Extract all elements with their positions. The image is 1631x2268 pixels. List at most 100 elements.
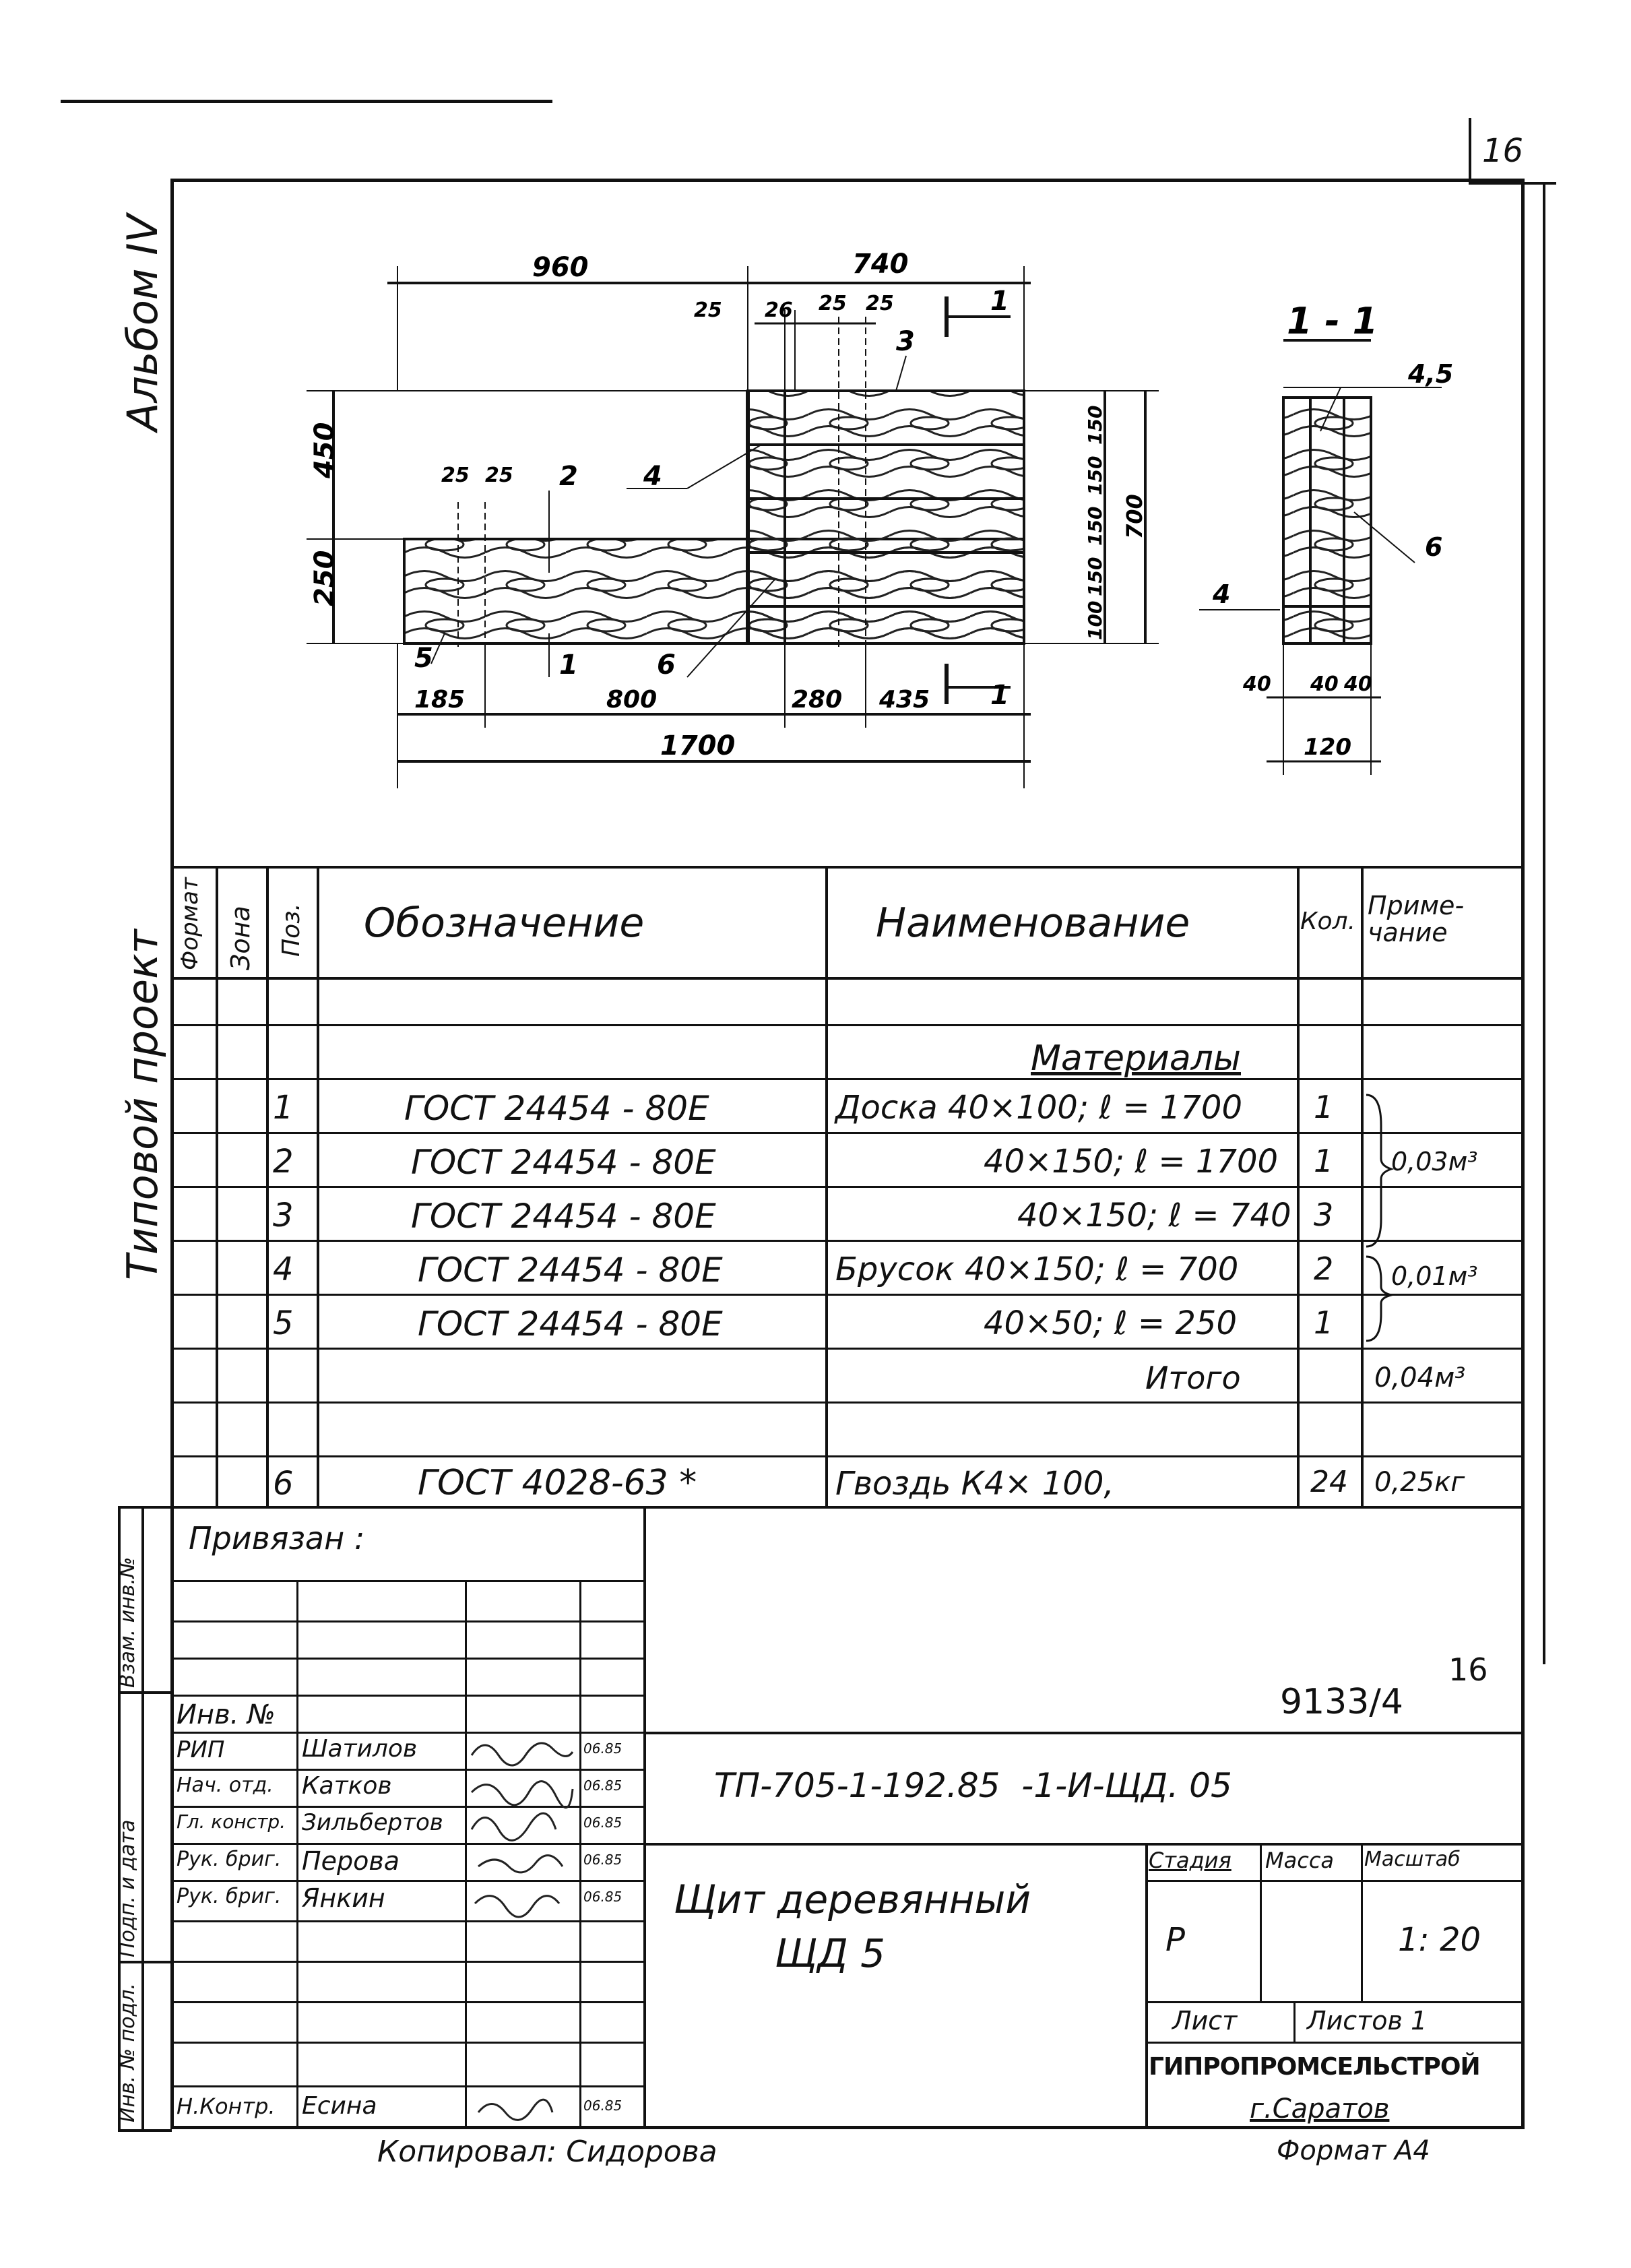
spec-col-zone [216, 866, 218, 1506]
tb-col-date [579, 1580, 581, 2129]
dim-450: 450 [309, 422, 340, 480]
spec-top-line [170, 866, 1525, 869]
row1-qty: 1 [1314, 1089, 1334, 1125]
callout-5: 5 [414, 643, 433, 674]
sheet-header: Лист [1172, 2006, 1238, 2036]
tb-left-line-5 [170, 1732, 643, 1734]
privyazan: Привязан : [189, 1520, 365, 1556]
tb-left-line-4 [170, 1695, 643, 1697]
row5-designation: ГОСТ 24454 - 80Е [418, 1304, 723, 1344]
doc-code: ТП-705-1-192.85 -1-И-ЩД. 05 [714, 1766, 1232, 1805]
callout-6: 6 [657, 650, 676, 681]
tb-right-line-4 [1145, 2001, 1525, 2003]
section-dim-40c: 40 [1343, 672, 1372, 696]
row3-name: 40×150; ℓ = 740 [1017, 1197, 1291, 1234]
dim-185: 185 [414, 686, 465, 714]
stub-div-1 [118, 1691, 172, 1694]
header-note: Приме-чание [1368, 891, 1465, 947]
side-label-inv: Инв. № подл. [116, 1983, 139, 2122]
stub-col-1 [118, 1506, 121, 2129]
row2-designation: ГОСТ 24454 - 80Е [411, 1143, 716, 1182]
section-callout-45: 4,5 [1407, 359, 1453, 389]
person1-date: 06.85 [583, 1740, 622, 1757]
row2-name: 40×150; ℓ = 1700 [984, 1143, 1279, 1180]
tb-mass-col [1260, 1843, 1262, 2001]
spec-col-qty [1297, 866, 1300, 1506]
total-value: 0,04м³ [1374, 1362, 1466, 1393]
paper-format: Формат А4 [1277, 2135, 1430, 2166]
note-braces [1366, 1094, 1395, 1342]
nkontr-name: Есина [302, 2092, 377, 2120]
stub-bottom [118, 2129, 172, 2132]
spec-row-line-1 [170, 1024, 1525, 1026]
tb-left-line-10 [170, 1920, 643, 1922]
spec-col-des [317, 866, 319, 1506]
row1-designation: ГОСТ 24454 - 80Е [404, 1089, 709, 1128]
row3-pos: 3 [273, 1197, 294, 1234]
spec-row-line-5 [170, 1240, 1525, 1242]
person4-name: Перова [302, 1846, 400, 1876]
person4-date: 06.85 [583, 1852, 622, 1868]
title-line-2: ЩД 5 [775, 1930, 886, 1976]
row6-note: 0,25кг [1374, 1467, 1465, 1498]
row6-qty: 24 [1310, 1465, 1348, 1499]
main-frame [170, 179, 1525, 2129]
dim-150b: 150 [1084, 456, 1106, 495]
tb-left-line-8 [170, 1843, 643, 1845]
copied-by: Копировал: Сидорова [377, 2135, 717, 2169]
section-label: 1 - 1 [1287, 300, 1378, 342]
tb-right-line-2 [643, 1843, 1525, 1846]
tb-left-line-7 [170, 1806, 643, 1808]
dim-100: 100 [1084, 601, 1106, 640]
spec-row-line-4 [170, 1186, 1525, 1188]
row4-qty: 2 [1314, 1251, 1334, 1287]
person1-name: Шатилов [302, 1735, 418, 1763]
side-label-podp: Подп. и дата [116, 1819, 139, 1957]
tb-right-col [1145, 1843, 1148, 2129]
row5-pos: 5 [273, 1304, 294, 1342]
header-name: Наименование [876, 900, 1190, 947]
tb-left-line-13 [170, 2042, 643, 2044]
inv-no: Инв. № [177, 1699, 276, 1730]
spec-row-line-9 [170, 1455, 1525, 1457]
person5-role: Рук. бриг. [177, 1885, 282, 1908]
row2-note: 0,03м³ [1391, 1147, 1478, 1176]
tb-left-line-1 [170, 1580, 643, 1582]
nkontr-role: Н.Контр. [177, 2093, 276, 2119]
callout-1c: 1 [559, 650, 578, 681]
row6-name: Гвоздь К4× 100, [835, 1465, 1114, 1503]
spec-bottom-line [170, 1506, 1525, 1509]
side-label-project: Типовой проект [118, 929, 167, 1280]
row4-note: 0,01м³ [1391, 1261, 1478, 1291]
row1-pos: 1 [273, 1089, 294, 1127]
person1-role: РИП [177, 1736, 225, 1763]
section-dim-40a: 40 [1242, 672, 1271, 696]
dim-150c: 150 [1084, 507, 1106, 546]
stage-value: Р [1165, 1921, 1185, 1959]
right-margin-line [1543, 182, 1545, 1664]
dim-25b: 25 [819, 292, 847, 315]
row4-pos: 4 [273, 1251, 294, 1288]
tb-right-line-3 [1145, 1880, 1525, 1882]
callout-1b: 1 [990, 680, 1009, 711]
side-label-vzam: Взам. инв.№ [116, 1556, 139, 1688]
order-no: 9133/4 [1280, 1682, 1403, 1722]
tb-left-line-14 [170, 2085, 643, 2087]
callout-1a: 1 [990, 286, 1009, 317]
stage-header: Стадия [1149, 1848, 1232, 1873]
person3-name: Зильбертов [302, 1809, 443, 1836]
tb-sheets-col [1293, 2001, 1296, 2042]
spec-header-line [170, 977, 1525, 980]
mass-header: Масса [1265, 1848, 1335, 1873]
dim-700: 700 [1122, 494, 1147, 539]
row5-qty: 1 [1314, 1304, 1334, 1341]
header-zone: Зона [226, 906, 255, 970]
callout-2: 2 [559, 461, 578, 492]
title-line-1: Щит деревянный [674, 1877, 1031, 1922]
dim-25e: 25 [485, 464, 513, 487]
person3-role: Гл. констр. [177, 1810, 286, 1833]
signatures [470, 1742, 574, 2121]
row6-pos: 6 [273, 1465, 294, 1503]
dim-800: 800 [606, 686, 657, 714]
sheet-number-box-left [1469, 118, 1471, 182]
